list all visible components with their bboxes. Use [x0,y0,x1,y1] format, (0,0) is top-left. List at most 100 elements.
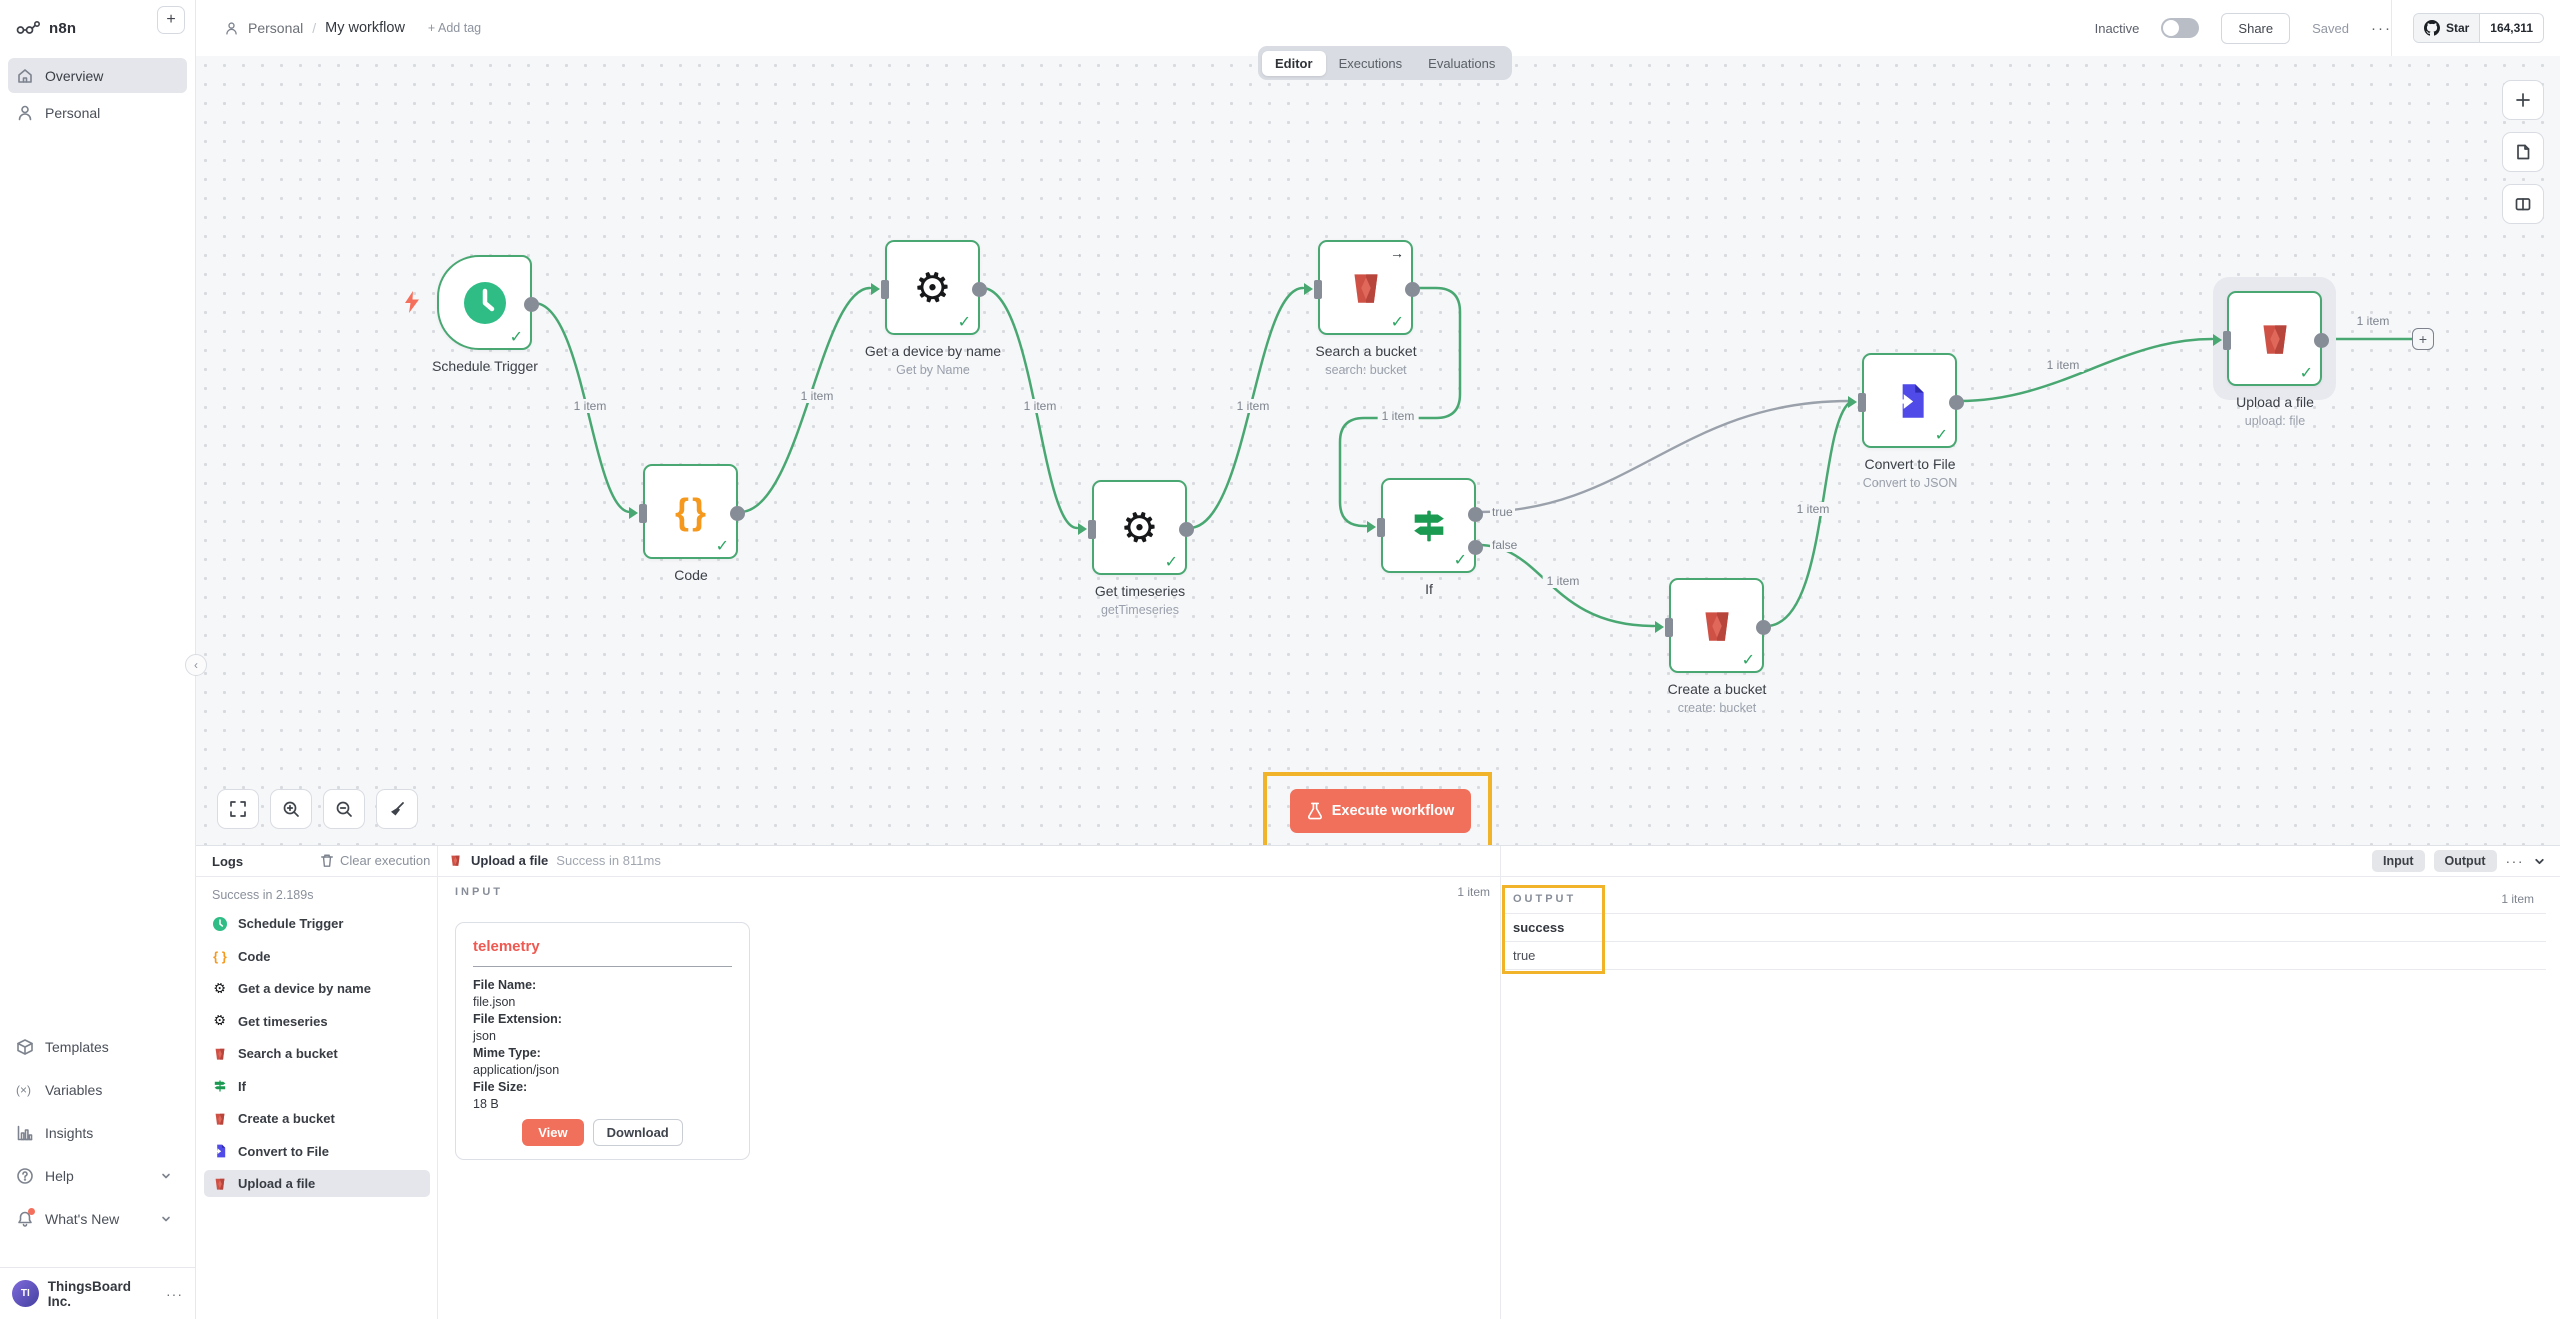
node-schedule-trigger[interactable]: ✓ [437,255,539,350]
home-icon [18,68,32,83]
new-workflow-button[interactable]: + [157,6,185,34]
sidebar-item-templates[interactable]: Templates [8,1026,187,1067]
log-entry-search-a-bucket[interactable]: Search a bucket [204,1040,430,1067]
edge-count-label: 1 item [1377,409,1419,423]
node-convert-to-file[interactable]: ✓ [1848,353,1964,448]
log-entry-upload-a-file[interactable]: Upload a file [204,1170,430,1197]
logs-header [196,846,2560,877]
tab-executions[interactable]: Executions [1338,55,1403,71]
execute-workflow-button[interactable]: Execute workflow [1290,789,1471,833]
add-tag-button[interactable]: + Add tag [427,21,482,35]
canvas-add-button[interactable] [2502,80,2544,120]
add-sticky-note-button[interactable] [2502,132,2544,172]
input-port[interactable] [1314,280,1322,299]
success-check-icon: ✓ [1934,427,1948,444]
node-upload-a-file[interactable]: ✓ [2213,291,2329,386]
log-entry-code[interactable]: { } Code [204,943,430,970]
field-label: File Name: [473,978,537,992]
node-code[interactable]: { } ✓ [629,464,745,559]
output-column-header[interactable]: success [1505,914,2546,942]
clear-execution-button[interactable]: Clear execution [320,853,430,868]
output-port[interactable] [1756,620,1771,635]
node-name: If [1425,581,1433,597]
input-toggle-button[interactable]: Input [2371,850,2425,872]
log-entry-convert-to-file[interactable]: Convert to File [204,1138,430,1165]
sidebar-item-overview[interactable]: Overview [8,58,187,93]
log-entry-get-a-device-by-name[interactable]: ⚙ Get a device by name [204,975,430,1002]
collapse-panel-icon[interactable] [2533,855,2546,868]
output-port-false[interactable] [1468,540,1483,555]
output-port-true[interactable] [1468,507,1483,522]
log-entry-label: If [238,1078,246,1094]
log-entry-if[interactable]: If [204,1073,430,1100]
output-port[interactable] [1405,282,1420,297]
edge-if-true-gray [1476,399,1851,514]
output-port[interactable] [972,282,987,297]
sidebar-item-label: Insights [45,1124,94,1141]
output-port[interactable] [730,506,745,521]
github-star-label: Star [2445,21,2470,35]
input-port[interactable] [1088,520,1096,539]
view-file-button[interactable]: View [522,1119,584,1146]
input-port[interactable] [881,280,889,299]
node-if[interactable]: ✓ [1367,478,1483,573]
thingsboard-icon: ⚙ [211,978,229,999]
log-entry-label: Create a bucket [238,1111,335,1126]
sidebar-item-label: Templates [45,1038,109,1055]
github-star-widget[interactable]: Star 164,311 [2412,13,2544,43]
account-row[interactable]: TI ThingsBoard Inc. ··· [0,1267,195,1319]
tab-editor[interactable]: Editor [1262,50,1326,76]
download-file-button[interactable]: Download [592,1119,683,1146]
account-menu-button[interactable]: ··· [166,1285,183,1302]
node-get-a-device-by-name[interactable]: ⚙ ✓ [871,240,987,335]
log-entry-label: Get timeseries [238,1013,328,1029]
success-check-icon: ✓ [2299,365,2313,382]
input-port[interactable] [2223,331,2231,350]
active-toggle[interactable] [2161,18,2200,38]
workflow-canvas[interactable]: 1 item 1 item 1 item 1 item 1 item 1 ite… [196,56,2560,845]
selected-log-node-status: Success in 811ms [556,853,661,868]
n8n-logo-icon [16,20,40,34]
toggle-panel-button[interactable] [2502,184,2544,224]
sidebar-item-personal[interactable]: Personal [8,95,187,130]
sidebar: n8n + Overview Personal Templates (×) Va… [0,0,196,1319]
sidebar-item-variables[interactable]: (×) Variables [8,1069,187,1110]
node-search-a-bucket[interactable]: → ✓ [1304,240,1420,335]
execute-trigger-bolt-icon [405,291,419,313]
input-port[interactable] [1858,393,1866,412]
logs-menu-button[interactable]: ··· [2505,853,2524,869]
output-port[interactable] [1949,395,1964,410]
node-get-timeseries[interactable]: ⚙ ✓ [1078,480,1194,575]
log-entry-create-a-bucket[interactable]: Create a bucket [204,1105,430,1132]
tidy-up-button[interactable] [376,789,418,829]
breadcrumb-project[interactable]: Personal [248,20,304,36]
sidebar-item-label: What's New [45,1210,120,1227]
node-create-a-bucket[interactable]: ✓ [1655,578,1771,673]
input-port[interactable] [1377,518,1385,537]
sidebar-item-insights[interactable]: Insights [8,1112,187,1153]
output-port[interactable] [1179,522,1194,537]
node-subtitle: search: bucket [1325,363,1407,377]
tab-evaluations[interactable]: Evaluations [1428,55,1496,71]
log-entry-get-timeseries[interactable]: ⚙ Get timeseries [204,1008,430,1035]
output-port[interactable] [2314,333,2329,348]
sidebar-item-help[interactable]: Help [8,1155,187,1196]
trash-icon [321,854,333,867]
field-value: application/json [473,1063,560,1077]
share-button[interactable]: Share [2221,12,2291,44]
input-port[interactable] [1665,618,1673,637]
zoom-out-button[interactable] [323,789,365,829]
add-node-button[interactable]: + [2412,328,2434,350]
log-entry-schedule-trigger[interactable]: Schedule Trigger [204,910,430,937]
sidebar-item-whats-new[interactable]: What's New [8,1198,187,1239]
zoom-in-button[interactable] [270,789,312,829]
output-toggle-button[interactable]: Output [2433,850,2497,872]
output-port[interactable] [524,297,539,312]
fit-view-button[interactable] [217,789,259,829]
sidebar-collapse-handle[interactable]: ‹ [185,654,207,676]
output-cell-value[interactable]: true [1505,942,2546,970]
input-port[interactable] [639,504,647,523]
workflow-title[interactable]: My workflow [325,20,405,36]
workflow-menu-button[interactable]: ··· [2371,19,2392,37]
edge-count-label: 1 item [1019,399,1061,413]
